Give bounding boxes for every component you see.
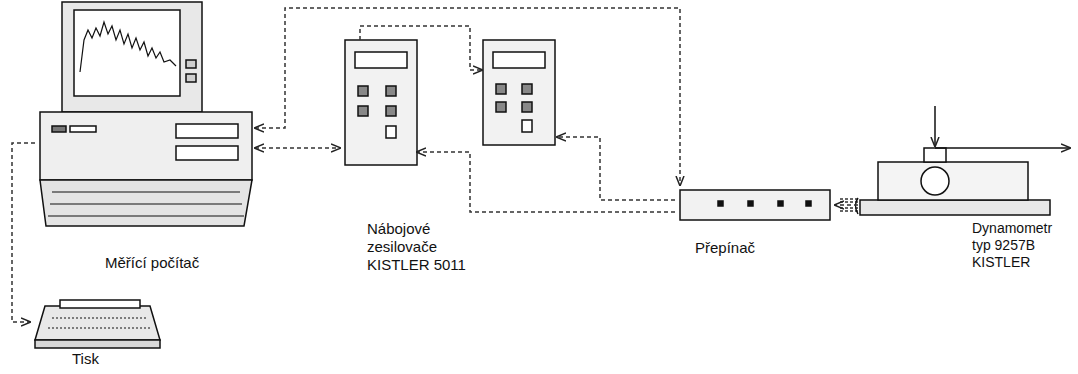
node-label: Tisk (72, 350, 152, 368)
amplifier-group-node: Nábojové zesilovače KISTLER 5011 (340, 36, 557, 276)
dynamometer-illustration (856, 106, 1071, 215)
computer-node: Měřící počítač (35, 0, 255, 275)
node-label: Přepínač (695, 239, 825, 257)
node-label: Nábojové zesilovače KISTLER 5011 (367, 220, 482, 274)
signal-connector (12, 143, 35, 322)
signal-connector (835, 204, 858, 206)
printer-node: Tisk (30, 296, 165, 372)
amplifier-link-wire (360, 26, 482, 70)
dynamometer-node: Dynamometr typ 9257B KISTLER (858, 95, 1072, 280)
printer-illustration (35, 300, 160, 348)
computer-illustration (40, 2, 252, 226)
node-label: Měřící počítač (105, 254, 250, 272)
node-label: Dynamometr typ 9257B KISTLER (972, 220, 1070, 271)
signal-connector (417, 152, 675, 212)
signal-connector (255, 147, 340, 149)
switch-illustration (680, 190, 830, 220)
signal-connector (255, 8, 680, 185)
signal-connector (557, 137, 675, 200)
switch-node: Přepínač (675, 185, 835, 261)
amplifier-illustration (345, 40, 555, 165)
